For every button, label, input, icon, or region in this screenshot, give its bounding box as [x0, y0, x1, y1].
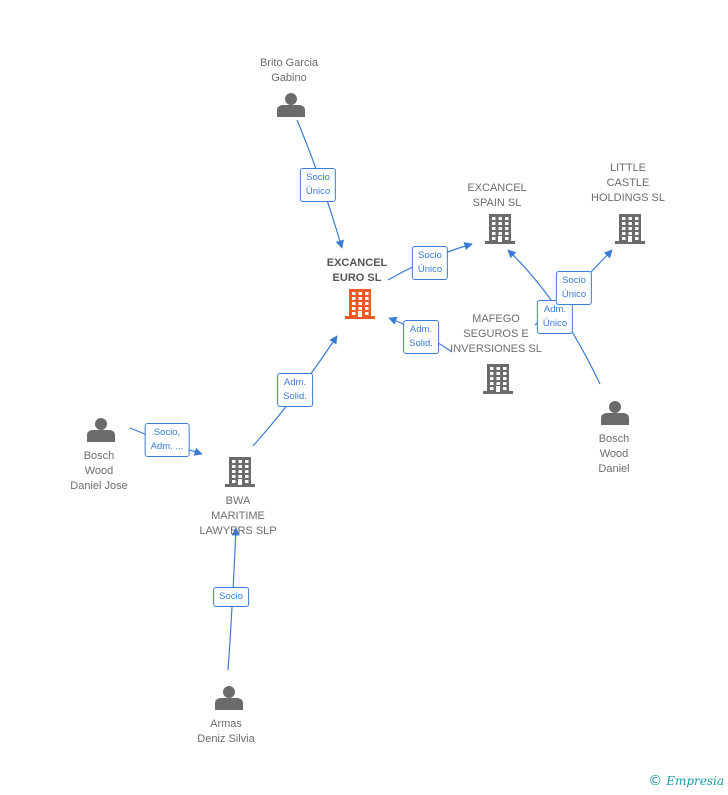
edge-label[interactable]: Socio, Adm. ...: [144, 423, 190, 457]
building-icon[interactable]: [225, 457, 255, 487]
node-label-armas[interactable]: Armas Deniz Silvia: [197, 718, 255, 745]
node-label-little-castle[interactable]: LITTLE CASTLE HOLDINGS SL: [591, 162, 665, 204]
person-icon[interactable]: [601, 401, 629, 425]
brand-logo: ©Empresia: [648, 773, 724, 789]
building-icon[interactable]: [485, 214, 515, 244]
edge-label[interactable]: Adm. Único: [536, 300, 574, 334]
node-label-bwa[interactable]: BWA MARITIME LAWYERS SLP: [199, 495, 277, 537]
copyright-icon: ©: [648, 773, 663, 789]
brand-name: Empresia: [666, 774, 724, 788]
person-icon[interactable]: [215, 686, 243, 710]
edge-label[interactable]: Socio Único: [299, 168, 337, 202]
node-label-mafego[interactable]: MAFEGO SEGUROS E INVERSIONES SL: [450, 313, 542, 355]
edge-label[interactable]: Socio Único: [555, 271, 593, 305]
node-label-bosch-daniel[interactable]: Bosch Wood Daniel: [598, 433, 630, 475]
building-icon[interactable]: [345, 289, 375, 319]
node-label-brito[interactable]: Brito Garcia Gabino: [259, 57, 319, 84]
edge-label[interactable]: Adm. Solid.: [403, 320, 439, 354]
node-label-bosch-jose[interactable]: Bosch Wood Daniel Jose: [70, 450, 128, 492]
node-label-excancel-spain[interactable]: EXCANCEL SPAIN SL: [467, 182, 527, 209]
edge-label[interactable]: Socio: [213, 587, 249, 607]
person-icon[interactable]: [277, 93, 305, 117]
node-label-excancel-euro[interactable]: EXCANCEL EURO SL: [326, 257, 388, 284]
edge-label[interactable]: Socio Único: [411, 246, 449, 280]
edge-label[interactable]: Adm. Solid.: [277, 373, 313, 407]
building-icon[interactable]: [483, 364, 513, 394]
building-icon[interactable]: [615, 214, 645, 244]
person-icon[interactable]: [87, 418, 115, 442]
